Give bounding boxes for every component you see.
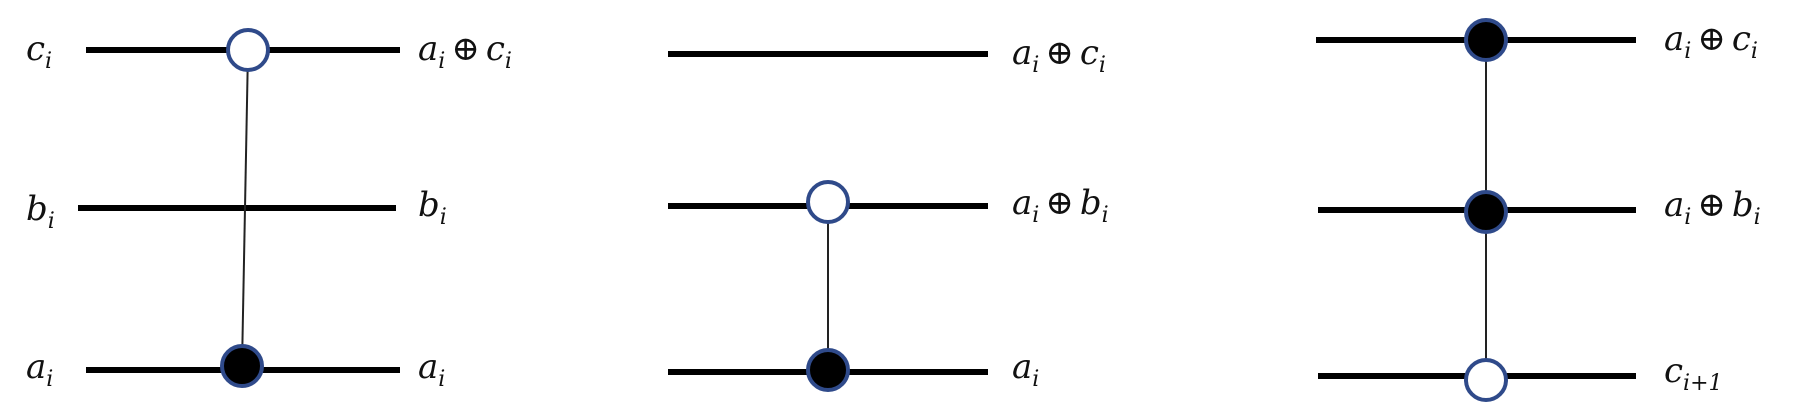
panel-2: ai⊕ci ai⊕bi ai: [668, 33, 1109, 392]
panel-3-output-middle: ai⊕bi: [1664, 185, 1761, 230]
panel-1-output-bottom: ai: [418, 347, 445, 392]
panel-1-output-top: ai⊕ci: [418, 29, 512, 74]
panel-1-control-node: [220, 344, 264, 388]
panel-1-control-link: [241, 49, 249, 367]
panel-3-output-top: ai⊕ci: [1664, 19, 1758, 64]
panel-1-input-a: ai: [26, 347, 53, 392]
panel-1-input-b: bi: [26, 189, 55, 234]
panel-1-input-c: ci: [26, 29, 52, 74]
panel-2-output-middle: ai⊕bi: [1012, 183, 1109, 228]
panel-3-control-node-middle: [1464, 190, 1508, 234]
panel-3-target-node: [1464, 358, 1508, 402]
panel-3: ai⊕ci ai⊕bi ci+1: [1316, 18, 1761, 402]
panel-1: ci bi ai ai⊕ci bi ai: [26, 28, 512, 392]
panel-2-target-node: [806, 180, 850, 224]
panel-3-output-bottom: ci+1: [1664, 351, 1723, 396]
panel-2-output-bottom: ai: [1012, 347, 1039, 392]
panel-2-output-top: ai⊕ci: [1012, 33, 1106, 78]
panel-1-output-middle: bi: [418, 185, 447, 230]
panel-1-target-node: [226, 28, 270, 72]
panel-3-control-node-top: [1464, 18, 1508, 62]
panel-2-control-node: [806, 348, 850, 392]
